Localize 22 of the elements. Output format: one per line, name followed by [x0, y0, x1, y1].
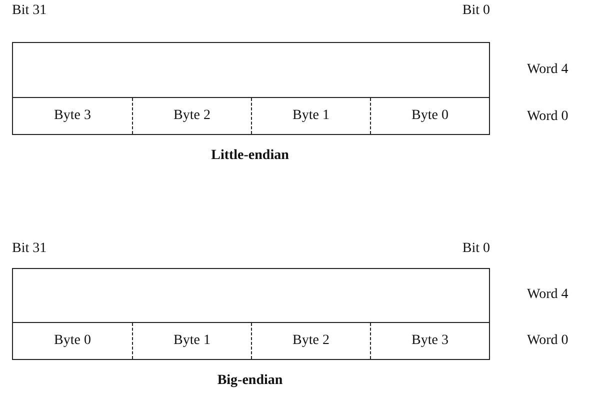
endianness-caption: Big-endian — [217, 373, 283, 389]
byte-field: Byte 1 — [132, 323, 251, 359]
word-row — [12, 42, 490, 99]
bit-label: Bit 31 — [12, 3, 47, 19]
word-row — [12, 268, 490, 324]
endianness-caption: Little-endian — [211, 148, 289, 164]
byte-field: Byte 3 — [370, 323, 489, 359]
word-label: Word 4 — [527, 62, 568, 78]
bit-label: Bit 31 — [12, 241, 47, 257]
byte-field: Byte 1 — [251, 98, 370, 134]
byte-field: Byte 0 — [13, 323, 132, 359]
word-row — [12, 97, 490, 135]
byte-field: Byte 2 — [251, 323, 370, 359]
bit-label: Bit 0 — [462, 241, 490, 257]
word-label: Word 4 — [527, 287, 568, 303]
word-label: Word 0 — [527, 109, 568, 125]
word-row — [12, 322, 490, 360]
byte-field: Byte 3 — [13, 98, 132, 134]
byte-field: Byte 2 — [132, 98, 251, 134]
word-label: Word 0 — [527, 333, 568, 349]
byte-field: Byte 0 — [370, 98, 489, 134]
bit-label: Bit 0 — [462, 3, 490, 19]
